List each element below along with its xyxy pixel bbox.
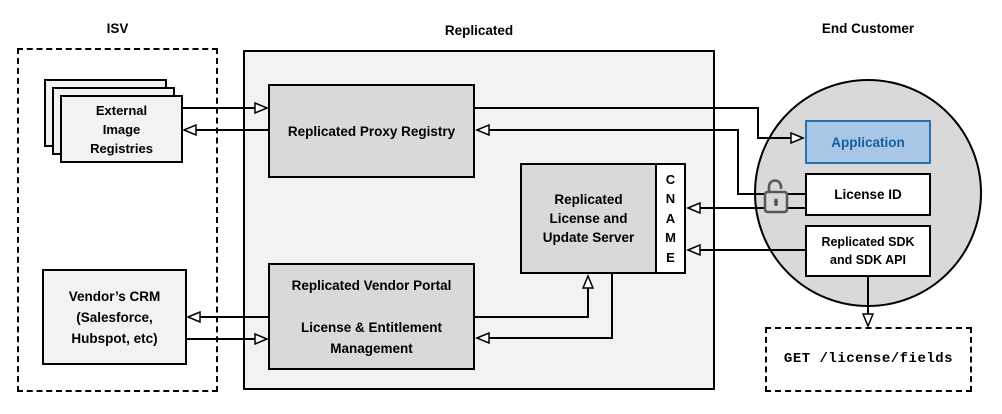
arrow-proxy-to-application [475,107,805,145]
isv-section-title: ISV [106,21,129,36]
replicated-vendor-portal-node: Replicated Vendor Portal License & Entit… [268,263,475,370]
get-license-fields-endpoint: GET /license/fields [765,327,972,392]
replicated-sdk-node: Replicated SDK and SDK API [805,225,931,277]
arrow-portal-to-crm [186,310,268,324]
arrow-registries-to-proxy [183,101,269,115]
license-id-node: License ID [805,173,931,216]
arrow-proxy-to-registries [182,123,268,137]
arrow-license-id-to-cname [686,193,806,215]
arrow-portal-to-license-server [475,274,595,318]
end-customer-section-title: End Customer [821,21,915,36]
replicated-license-update-server-node: Replicated License and Update Server [520,163,657,274]
vendor-crm-node: Vendor’s CRM (Salesforce, Hubspot, etc) [42,269,187,365]
arrow-license-id-to-proxy [475,123,764,195]
lock-icon [763,179,789,214]
replicated-section-title: Replicated [444,23,514,38]
cname-label-strip: C N A M E [655,163,686,274]
arrow-license-server-to-portal [475,274,613,345]
arrow-sdk-to-get-endpoint [861,277,875,328]
arrow-sdk-to-cname [686,243,806,257]
replicated-proxy-registry-node: Replicated Proxy Registry [268,84,475,178]
arrow-crm-to-portal [187,332,269,346]
external-image-registries-node: External Image Registries [60,95,183,163]
application-node: Application [805,120,931,164]
